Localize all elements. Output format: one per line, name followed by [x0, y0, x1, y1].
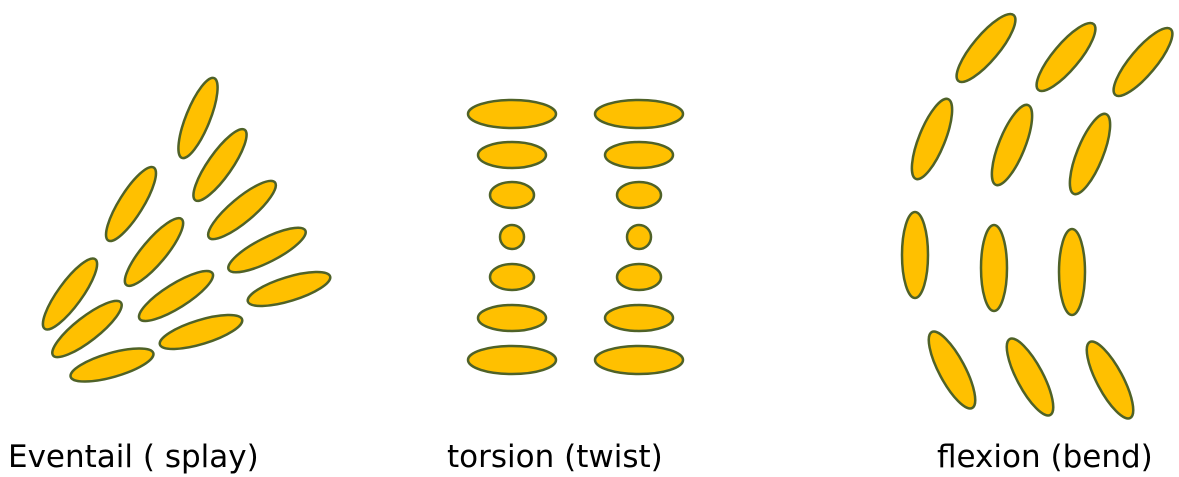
twist-molecule: [466, 344, 558, 376]
bend-molecule: [1005, 337, 1055, 417]
caption-twist: torsion (twist): [447, 439, 663, 475]
twist-molecule: [476, 303, 548, 333]
twist-molecule: [498, 223, 526, 251]
caption-splay: Eventail ( splay): [8, 439, 259, 475]
twist-molecule: [488, 180, 536, 210]
splay-molecule: [137, 269, 215, 323]
splay-group: [41, 76, 332, 383]
splay-molecule: [158, 313, 244, 351]
bend-molecule: [1112, 26, 1174, 98]
splay-molecule: [69, 347, 155, 383]
bend-molecule: [955, 12, 1017, 84]
twist-molecule: [603, 140, 675, 170]
bend-molecule: [1057, 227, 1087, 317]
bend-group: [900, 12, 1174, 420]
splay-molecule: [192, 127, 248, 203]
bend-molecule: [990, 103, 1034, 187]
twist-molecule: [615, 262, 663, 292]
splay-molecule: [41, 257, 99, 331]
twist-molecule: [466, 98, 558, 130]
twist-molecule: [615, 180, 663, 210]
twist-molecule: [625, 223, 653, 251]
bend-molecule: [979, 223, 1009, 313]
twist-molecule: [603, 303, 675, 333]
bend-molecule: [900, 210, 930, 300]
bend-molecule: [1035, 21, 1097, 93]
twist-molecule: [593, 98, 685, 130]
splay-molecule: [123, 216, 185, 288]
splay-molecule: [246, 270, 332, 308]
twist-molecule: [488, 262, 536, 292]
splay-molecule: [104, 165, 158, 243]
twist-group: [466, 98, 685, 376]
bend-molecule: [1068, 112, 1112, 196]
bend-molecule: [927, 330, 977, 410]
caption-bend: flexion (bend): [937, 439, 1153, 475]
bend-molecule: [910, 97, 954, 181]
splay-molecule: [227, 226, 307, 274]
splay-molecule: [51, 299, 123, 359]
twist-molecule: [593, 344, 685, 376]
splay-molecule: [177, 76, 219, 160]
bend-molecule: [1085, 340, 1135, 420]
splay-molecule: [206, 179, 278, 241]
twist-molecule: [476, 140, 548, 170]
